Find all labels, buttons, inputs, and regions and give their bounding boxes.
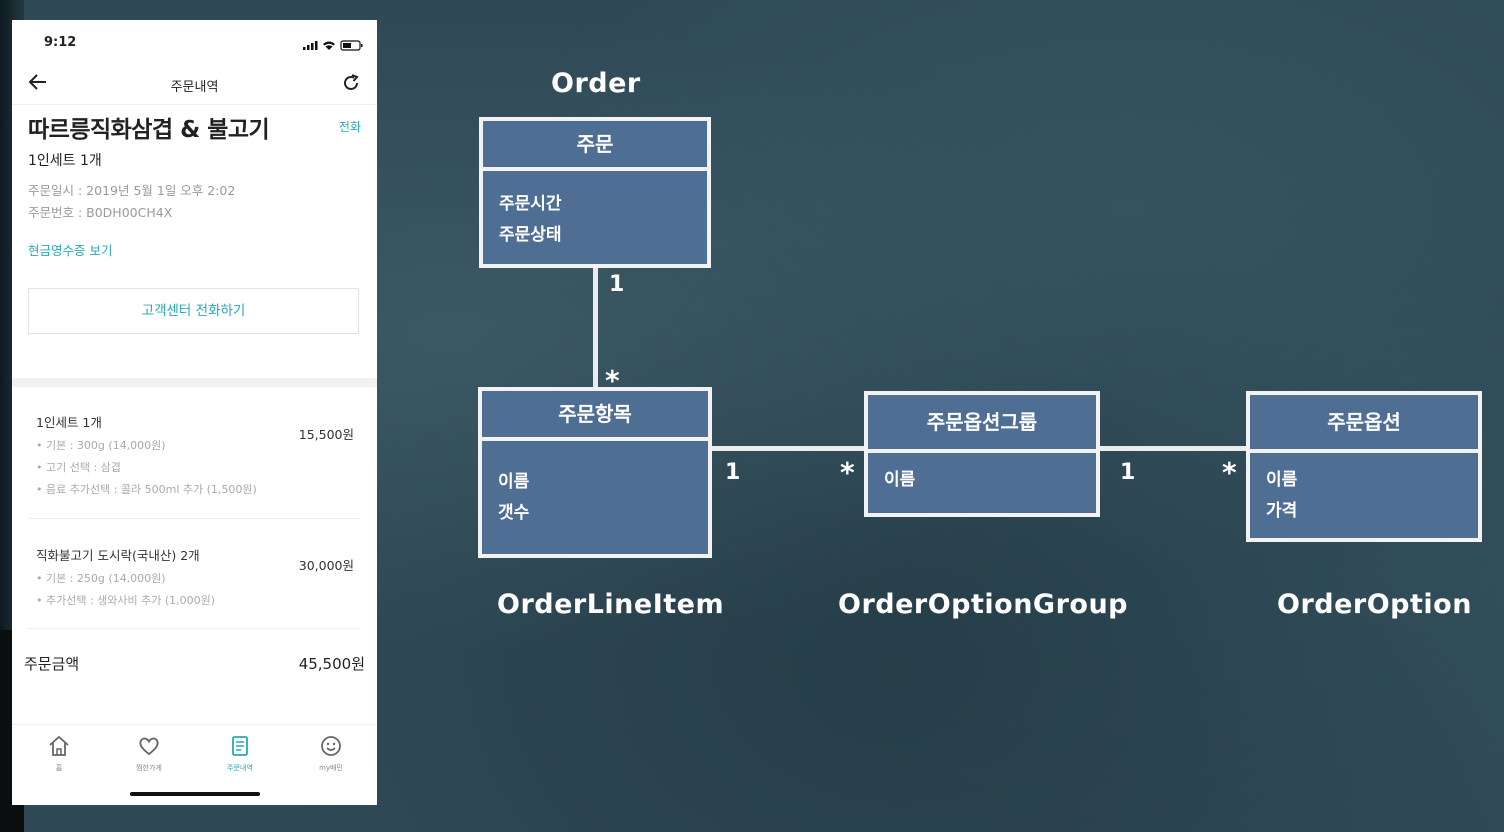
multiplicity-label: 1 bbox=[609, 272, 625, 297]
class-attribute: 주문시간 bbox=[499, 194, 562, 214]
nav-bar: 주문내역 bbox=[12, 66, 377, 105]
order-date: 주문일시 : 2019년 5월 1일 오후 2:02 bbox=[28, 183, 236, 198]
class-english-name: OrderLineItem bbox=[497, 589, 725, 620]
smile-icon bbox=[321, 736, 341, 756]
class-box-order-line-item: 주문항목 이름 갯수 bbox=[478, 387, 712, 558]
class-attribute: 갯수 bbox=[498, 503, 530, 523]
tab-favorites[interactable]: 찜한가게 bbox=[114, 735, 184, 773]
multiplicity-label: 1 bbox=[725, 460, 741, 485]
tab-label: 홈 bbox=[55, 764, 63, 772]
tab-label: 주문내역 bbox=[227, 764, 253, 772]
class-box-order-option-group: 주문옵션그룹 이름 bbox=[864, 391, 1100, 517]
class-attribute: 가격 bbox=[1266, 501, 1298, 521]
class-attributes: 주문시간 주문상태 bbox=[483, 171, 707, 251]
class-attribute: 이름 bbox=[884, 470, 916, 490]
association-line-order-lineitem bbox=[593, 268, 598, 387]
tab-bar: 홈 찜한가게 주문내역 my배민 bbox=[12, 724, 377, 805]
status-icons bbox=[303, 36, 363, 55]
class-title: 주문옵션 bbox=[1250, 395, 1478, 453]
heart-icon bbox=[139, 737, 159, 756]
order-item: 직화불고기 도시락(국내산) 2개 30,000원 • 기본 : 250g (1… bbox=[36, 545, 366, 608]
item-option: • 기본 : 300g (14,000원) bbox=[36, 439, 166, 452]
item-option: • 추가선택 : 생와사비 추가 (1,000원) bbox=[36, 594, 216, 607]
class-box-order-option: 주문옵션 이름 가격 bbox=[1246, 391, 1482, 542]
tab-my[interactable]: my배민 bbox=[296, 735, 366, 773]
class-english-name: Order bbox=[551, 68, 641, 99]
call-customer-center-button[interactable]: 고객센터 전화하기 bbox=[28, 288, 359, 334]
total-label: 주문금액 bbox=[24, 655, 80, 673]
class-box-order: 주문 주문시간 주문상태 bbox=[479, 117, 711, 268]
item-name: 1인세트 1개 bbox=[36, 415, 102, 430]
refresh-icon[interactable] bbox=[341, 73, 361, 97]
phone-screen: 9:12 주문내역 따르릉직화삼겹 & 불고기 전화 1인세트 1개 주문일 bbox=[12, 20, 377, 805]
status-time: 9:12 bbox=[44, 35, 77, 50]
signal-wifi-battery-icon bbox=[303, 40, 363, 51]
class-attribute: 주문상태 bbox=[499, 225, 562, 245]
item-price: 15,500원 bbox=[298, 427, 354, 442]
class-attribute: 이름 bbox=[498, 472, 530, 492]
class-attribute: 이름 bbox=[1266, 470, 1298, 490]
class-english-name: OrderOptionGroup bbox=[838, 589, 1129, 620]
class-title: 주문 bbox=[483, 121, 707, 171]
home-indicator bbox=[130, 792, 260, 796]
section-separator bbox=[12, 378, 377, 387]
multiplicity-label: 1 bbox=[1120, 460, 1136, 485]
item-name: 직화불고기 도시락(국내산) 2개 bbox=[36, 548, 200, 563]
status-bar: 9:12 bbox=[12, 20, 377, 64]
class-title: 주문항목 bbox=[482, 391, 708, 441]
item-option: • 기본 : 250g (14,000원) bbox=[36, 572, 166, 585]
home-icon bbox=[49, 735, 69, 756]
order-item: 1인세트 1개 15,500원 • 기본 : 300g (14,000원) • … bbox=[36, 412, 366, 497]
association-line-group-option bbox=[1100, 446, 1246, 451]
class-title: 주문옵션그룹 bbox=[868, 395, 1096, 453]
total-value: 45,500원 bbox=[298, 655, 365, 673]
item-option: • 음료 추가선택 : 콜라 500ml 추가 (1,500원) bbox=[36, 483, 257, 496]
cash-receipt-link[interactable]: 현금영수증 보기 bbox=[28, 243, 113, 258]
order-quantity: 1인세트 1개 bbox=[28, 153, 102, 169]
tab-home[interactable]: 홈 bbox=[24, 735, 94, 773]
item-option: • 고기 선택 : 삼겹 bbox=[36, 461, 121, 474]
divider bbox=[28, 518, 361, 519]
class-attributes: 이름 가격 bbox=[1250, 453, 1478, 527]
nav-title: 주문내역 bbox=[170, 80, 219, 95]
multiplicity-label: * bbox=[605, 364, 620, 397]
multiplicity-label: * bbox=[840, 456, 855, 489]
tab-orders[interactable]: 주문내역 bbox=[205, 735, 275, 773]
order-number: 주문번호 : B0DH00CH4X bbox=[28, 205, 173, 220]
receipt-icon bbox=[232, 736, 248, 756]
item-price: 30,000원 bbox=[298, 558, 354, 573]
back-arrow-icon[interactable] bbox=[28, 72, 48, 96]
divider bbox=[28, 628, 361, 629]
class-attributes: 이름 bbox=[868, 453, 1096, 496]
class-english-name: OrderOption bbox=[1277, 589, 1472, 620]
association-line-lineitem-group bbox=[712, 446, 864, 451]
tab-label: my배민 bbox=[319, 764, 343, 772]
tab-label: 찜한가게 bbox=[136, 764, 162, 772]
multiplicity-label: * bbox=[1222, 456, 1237, 489]
call-link[interactable]: 전화 bbox=[338, 120, 361, 134]
class-attributes: 이름 갯수 bbox=[482, 441, 708, 529]
store-name: 따르릉직화삼겹 & 불고기 bbox=[28, 117, 270, 143]
